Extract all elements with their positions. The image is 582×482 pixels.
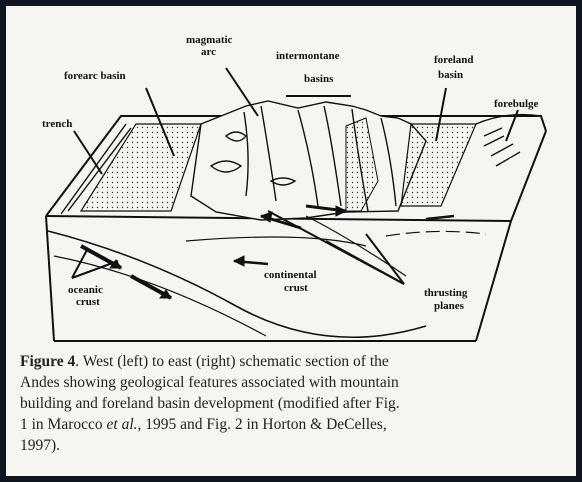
label-foreland-basin-2: basin (438, 69, 463, 81)
label-thrusting-planes-2: planes (434, 300, 465, 312)
forearc-basin-fill (81, 124, 201, 211)
figure-frame: forearc basin magmatic arc intermontane … (6, 6, 576, 476)
label-magmatic-arc-2: arc (201, 46, 216, 58)
label-forebulge: forebulge (494, 98, 539, 110)
caption-line-5: 1997). (20, 435, 568, 456)
mountain-belt (191, 101, 426, 220)
foreland-basin-fill (401, 124, 476, 206)
caption-line-3: building and foreland basin development … (20, 393, 568, 414)
label-magmatic-arc-1: magmatic (186, 34, 233, 46)
caption-line-2: Andes showing geological features associ… (20, 372, 568, 393)
label-intermontane-2: basins (304, 73, 334, 85)
block-diagram: forearc basin magmatic arc intermontane … (6, 6, 576, 351)
label-intermontane-1: intermontane (276, 50, 340, 62)
caption-line-4: 1 in Marocco et al., 1995 and Fig. 2 in … (20, 414, 568, 435)
label-continental-crust-2: crust (284, 282, 308, 294)
figure-caption: Figure 4. West (left) to east (right) sc… (20, 351, 568, 456)
label-continental-crust-1: continental (264, 269, 317, 281)
label-trench: trench (42, 118, 72, 130)
label-thrusting-planes-1: thrusting (424, 287, 468, 299)
caption-line-1: Figure 4. West (left) to east (right) sc… (20, 351, 568, 372)
caption-figure-label: Figure 4 (20, 353, 75, 370)
label-foreland-basin-1: foreland (434, 54, 474, 66)
label-oceanic-crust-1: oceanic (68, 284, 103, 296)
label-oceanic-crust-2: crust (76, 296, 100, 308)
label-forearc-basin: forearc basin (64, 70, 126, 82)
forebulge-surface (476, 115, 541, 166)
